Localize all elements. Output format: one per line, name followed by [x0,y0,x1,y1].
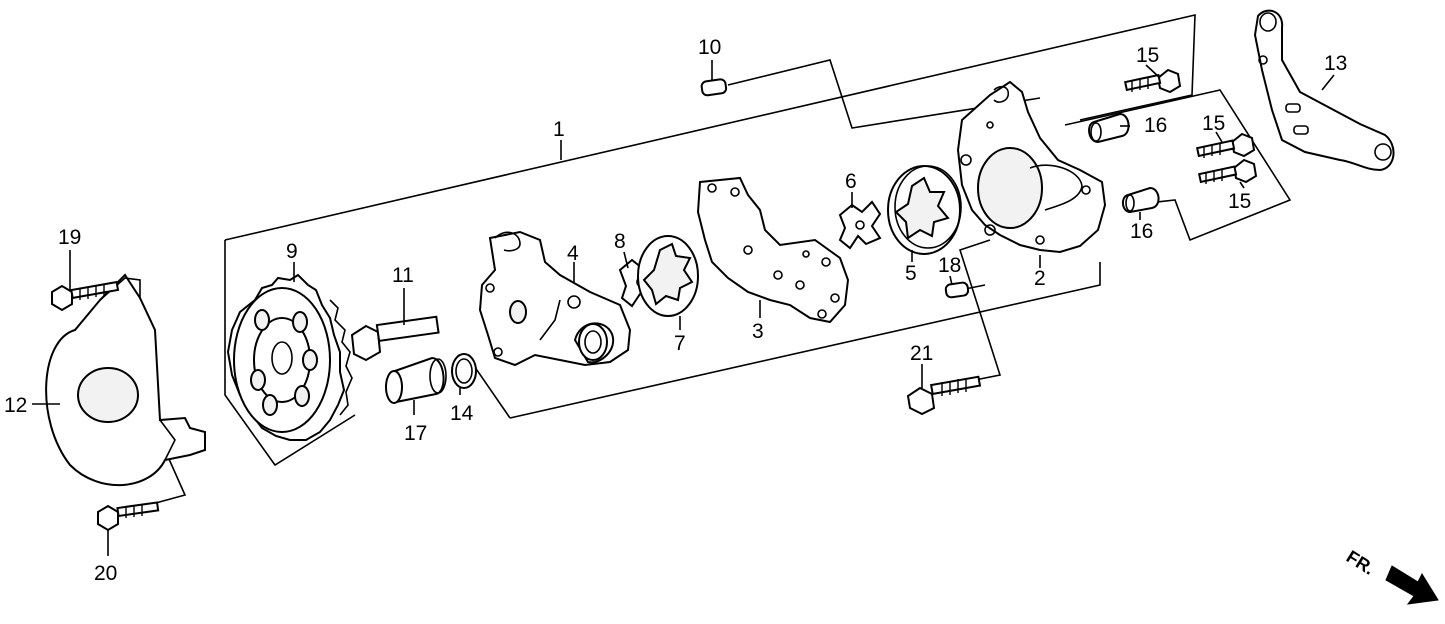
collar-17 [385,356,447,404]
front-arrow-icon [1385,565,1439,605]
bolt-20 [97,501,160,532]
callout-15c: 15 [1228,190,1251,213]
callout-16a: 16 [1144,114,1167,137]
callout-15a: 15 [1136,44,1159,67]
assembly-bracket-lines [114,13,1292,511]
callout-17: 17 [404,422,427,445]
callout-18: 18 [938,254,961,277]
drive-gear [226,273,353,441]
callout-8: 8 [614,230,626,253]
dowel-pin-18 [944,281,970,299]
bolt-19 [51,280,120,312]
strainer-bracket-13 [1253,9,1395,172]
bolt-21 [906,375,982,416]
callout-5: 5 [905,262,917,285]
o-ring-14 [451,353,477,389]
callout-19: 19 [58,226,81,249]
inner-rotor-6 [838,200,882,250]
callout-21: 21 [910,342,933,365]
callout-10: 10 [698,36,721,59]
dowel-pin-16b [1122,186,1160,214]
pump-housing-2 [956,80,1107,254]
callout-9: 9 [286,240,298,263]
dowel-pin-10 [700,78,728,97]
callout-11: 11 [392,264,414,287]
dowel-pin-16a [1088,112,1130,144]
front-direction-indicator: FR. [1343,546,1439,605]
callout-3: 3 [752,320,764,343]
oil-pump-cover [45,273,206,486]
callout-16b: 16 [1130,220,1153,243]
front-direction-label: FR. [1343,546,1378,578]
callout-leaders [32,60,1335,556]
callout-15b: 15 [1202,112,1225,135]
separator-plate-3 [696,176,850,324]
callout-20: 20 [94,562,117,585]
bolt-15b [1195,132,1256,158]
callout-7: 7 [674,332,686,355]
callout-1: 1 [553,118,565,141]
pump-body-4 [478,230,632,367]
callout-12: 12 [4,394,27,417]
callout-4: 4 [567,242,579,265]
outer-rotor-5 [887,165,962,255]
bolt-11 [350,315,440,362]
callout-14: 14 [450,402,474,425]
bolt-15a [1123,68,1182,94]
outer-rotor-7 [637,235,699,317]
callout-6: 6 [845,170,857,193]
callout-labels: 1 2 3 4 5 6 7 8 9 10 11 12 13 14 15 15 1… [4,36,1347,585]
bolt-15c [1197,158,1258,184]
callout-2: 2 [1034,267,1046,290]
callout-13: 13 [1324,52,1347,75]
